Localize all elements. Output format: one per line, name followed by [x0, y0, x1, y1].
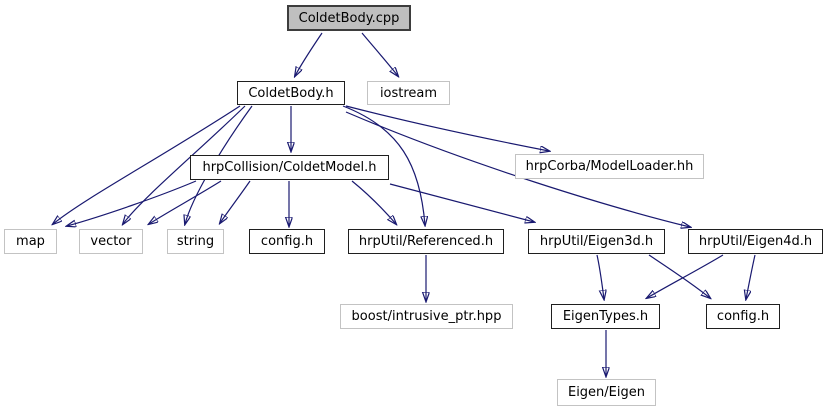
edge-coldetbody_h-to-referenced_h — [342, 105, 425, 225]
edge-coldetmodel_h-to-eigen3d_h — [389, 183, 534, 222]
edge-coldetbody_h-to-modelloader_hh — [345, 105, 549, 151]
node-coldetbody-h[interactable]: ColdetBody.h — [237, 81, 345, 105]
node-iostream: iostream — [367, 81, 450, 105]
node-intrusive-ptr-hpp: boost/intrusive_ptr.hpp — [340, 304, 513, 329]
node-eigentypes-h[interactable]: EigenTypes.h — [551, 304, 660, 329]
edge-eigen3d_h-to-config_h_2 — [648, 254, 710, 298]
edge-coldetbody_cpp-to-coldetbody_h — [295, 32, 323, 76]
edge-coldetmodel_h-to-string — [220, 180, 251, 223]
node-eigen-eigen: Eigen/Eigen — [557, 379, 656, 406]
edge-eigen4d_h-to-config_h_2 — [746, 254, 756, 299]
node-coldetmodel-h[interactable]: hrpCollision/ColdetModel.h — [190, 155, 389, 180]
node-vector: vector — [79, 229, 143, 254]
node-config-h-1[interactable]: config.h — [249, 229, 325, 254]
node-eigen4d-h[interactable]: hrpUtil/Eigen4d.h — [688, 229, 823, 254]
node-modelloader-hh: hrpCorba/ModelLoader.hh — [515, 154, 704, 179]
node-coldetbody-cpp: ColdetBody.cpp — [287, 5, 411, 31]
node-map: map — [4, 229, 57, 254]
edge-coldetbody_h-to-eigen4d_h — [345, 111, 690, 227]
node-eigen3d-h[interactable]: hrpUtil/Eigen3d.h — [528, 229, 665, 254]
edge-coldetbody_h-to-map — [53, 105, 241, 224]
edge-eigen3d_h-to-eigentypes_h — [596, 254, 604, 299]
edge-coldetbody_cpp-to-iostream — [361, 32, 398, 76]
edge-coldetbody_h-to-vector — [123, 105, 246, 224]
node-referenced-h[interactable]: hrpUtil/Referenced.h — [348, 229, 504, 254]
node-config-h-2[interactable]: config.h — [706, 304, 780, 329]
edge-eigen4d_h-to-eigentypes_h — [647, 254, 724, 298]
node-string: string — [167, 229, 224, 254]
edge-coldetmodel_h-to-map — [67, 180, 197, 226]
edge-coldetmodel_h-to-referenced_h — [351, 180, 396, 224]
edge-coldetmodel_h-to-vector — [149, 180, 222, 224]
